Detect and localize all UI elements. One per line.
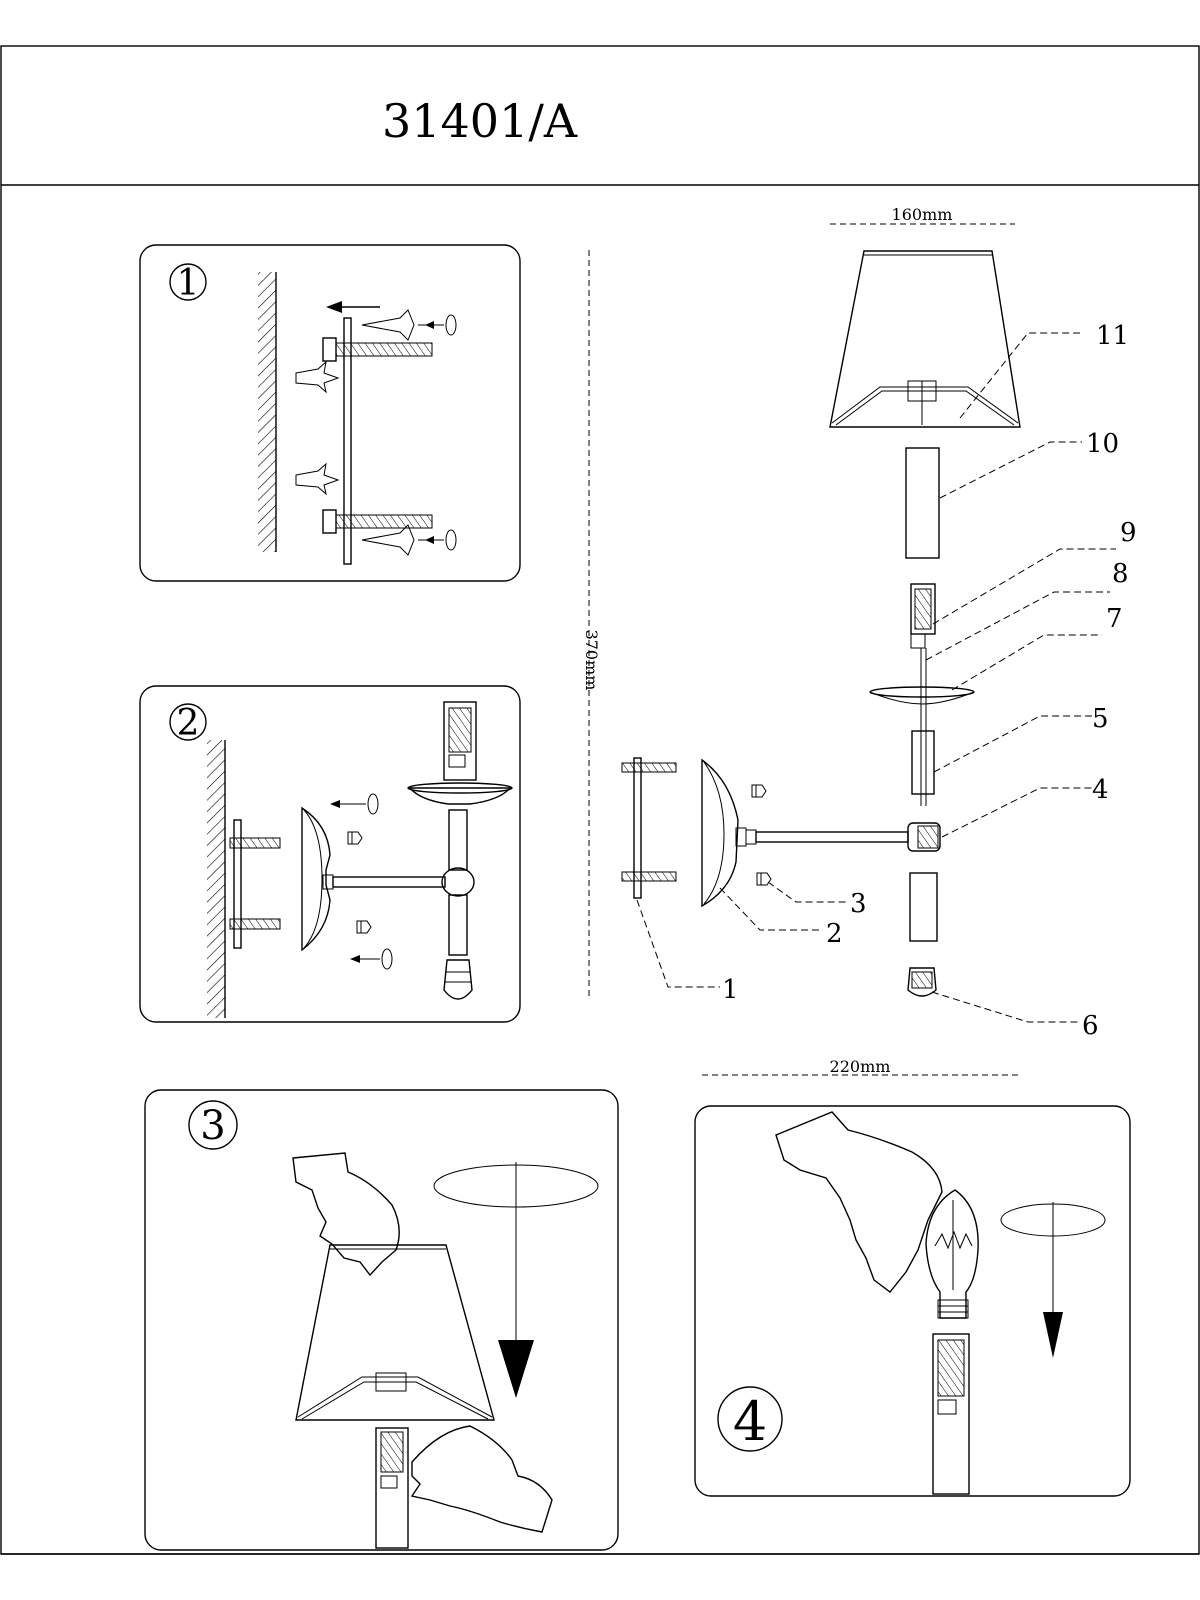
mounting-plate — [233, 819, 242, 949]
exploded-view: 160mm — [621, 205, 1137, 1076]
hand-icon — [292, 1152, 400, 1277]
lamp-socket — [375, 1427, 409, 1549]
part-label-10: 10 — [1086, 429, 1119, 459]
part-label-3: 3 — [850, 889, 867, 919]
part-label-5: 5 — [1092, 704, 1109, 734]
arrow-down-icon — [1043, 1312, 1063, 1358]
canopy — [301, 806, 331, 952]
part-label-8: 8 — [1112, 559, 1129, 589]
screw-icon — [322, 509, 433, 534]
screw-icon — [229, 837, 281, 849]
arm-knuckle — [441, 867, 475, 897]
wall-hatch — [207, 740, 225, 1018]
part-label-9: 9 — [1120, 518, 1137, 548]
socket-sleeve — [905, 447, 940, 559]
part-label-11: 11 — [1096, 321, 1129, 351]
finial — [443, 959, 473, 1000]
screw-icon — [621, 871, 677, 882]
step-2-badge — [169, 703, 207, 741]
lower-sleeve — [909, 872, 938, 942]
wall-plug-icon — [295, 462, 340, 496]
hand-icon — [410, 1425, 553, 1533]
bobeche — [869, 686, 975, 698]
step-3-panel: 3 — [144, 1089, 619, 1551]
hand-icon — [775, 1111, 943, 1293]
arrow-down-icon — [498, 1340, 534, 1398]
step-1-panel: 1 — [139, 244, 521, 582]
lamp-arm — [332, 876, 446, 888]
step-1-number: 1 — [177, 263, 200, 304]
step-2-panel: 2 — [139, 685, 521, 1023]
step-2-number: 2 — [177, 703, 200, 744]
lamp-socket — [443, 701, 477, 781]
bobeche — [407, 782, 513, 794]
lamp-shade — [295, 1244, 495, 1421]
part-label-7: 7 — [1106, 604, 1123, 634]
anchor-screw-icon — [361, 309, 457, 341]
arm-connector — [907, 822, 941, 852]
part-label-4: 4 — [1092, 775, 1109, 805]
height-dimension: 370mm — [582, 630, 601, 691]
part-label-1: 1 — [722, 975, 739, 1005]
screw-icon — [621, 762, 677, 773]
arrow-left-icon — [350, 948, 393, 970]
part-label-2: 2 — [826, 919, 843, 949]
step-4-badge — [717, 1386, 783, 1452]
stem-tube — [911, 730, 935, 795]
nut-icon — [356, 920, 372, 934]
lamp-shade — [829, 250, 1021, 428]
lamp-stem — [448, 809, 468, 871]
canopy — [701, 758, 739, 908]
step-4-number: 4 — [733, 1390, 767, 1453]
anchor-screw-icon — [361, 524, 457, 556]
arrow-left-icon — [330, 793, 379, 815]
nut-icon — [347, 831, 363, 845]
mounting-plate — [633, 757, 642, 899]
step-3-badge — [188, 1100, 238, 1150]
screw-icon — [322, 337, 433, 362]
mounting-plate — [343, 317, 352, 565]
lamp-socket — [932, 1333, 970, 1495]
step-3-number: 3 — [200, 1103, 225, 1149]
wall-hatch — [258, 272, 276, 552]
step-4-panel: 4 — [694, 1105, 1131, 1497]
shade-width-dimension: 160mm — [892, 205, 953, 224]
wall-plug-icon — [295, 360, 340, 394]
nut-icon — [751, 784, 767, 798]
nut-icon — [756, 872, 772, 886]
screw-icon — [229, 918, 281, 930]
step-1-badge — [169, 263, 207, 301]
part-label-6: 6 — [1082, 1011, 1099, 1041]
model-number: 31401/A — [382, 94, 578, 148]
arrow-left-icon — [326, 301, 380, 313]
lamp-arm — [755, 831, 909, 843]
finial — [907, 967, 937, 997]
projection-dimension: 220mm — [830, 1057, 891, 1076]
